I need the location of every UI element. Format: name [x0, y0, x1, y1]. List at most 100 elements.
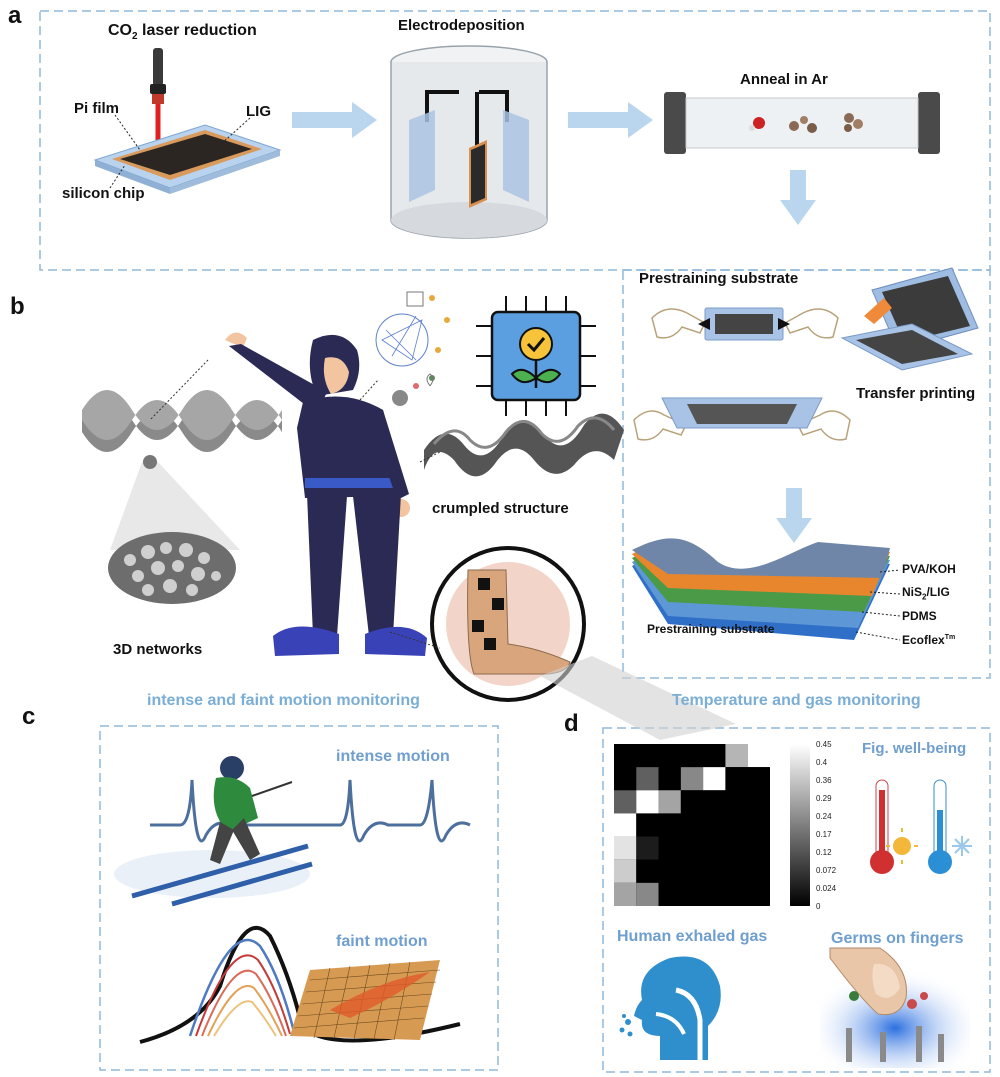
colorbar-tick: 0.12 [816, 848, 832, 857]
heatmap-cell [636, 859, 659, 883]
heatmap-cell [747, 836, 770, 860]
heatmap-cell [725, 882, 748, 906]
heatmap-cell [658, 859, 681, 883]
layer-leader-lines [855, 569, 901, 641]
wellbeing-label: Fig. well-being [862, 740, 967, 757]
heatmap-cell [703, 790, 726, 814]
colorbar-tick: 0.4 [816, 758, 828, 767]
heatmap-cell [725, 813, 748, 837]
heatmap-cell [747, 744, 770, 768]
heatmap-cell [725, 836, 748, 860]
heatmap-cell [725, 859, 748, 883]
colorbar-tick: 0 [816, 902, 821, 911]
heatmap-cell [703, 836, 726, 860]
electrodeposition-beaker [390, 45, 548, 239]
panel-label-d: d [564, 710, 579, 737]
colorbar-tick: 0.45 [816, 740, 832, 749]
crumpled-label: crumpled structure [432, 500, 569, 517]
heatmap-cell [725, 744, 748, 768]
layer-label-pva-koh: PVA/KOH [902, 562, 956, 576]
layer-2-prefix: NiS [902, 585, 923, 599]
laser-title: CO2 laser reduction [108, 22, 257, 42]
heatmap-cell [680, 859, 704, 883]
layered-device [632, 538, 890, 640]
heatmap-cell [703, 767, 726, 791]
human-figure [225, 332, 427, 656]
layer-2-sub: 2 [922, 592, 927, 602]
panel-label-c: c [22, 703, 36, 730]
heatmap-cell [747, 882, 770, 906]
heatmap-cell [680, 744, 704, 768]
transfer-printing-label: Transfer printing [856, 385, 976, 402]
layer-label-nis2-lig: NiS2/LIG [902, 585, 950, 601]
chip-plant-icon [476, 296, 596, 416]
heatmap-colorbar [790, 744, 810, 906]
colorbar-tick: 0.29 [816, 794, 832, 803]
heatmap-cell [614, 836, 637, 860]
anneal-label: Anneal in Ar [740, 71, 828, 88]
heatmap-cell [747, 813, 770, 837]
layer-4-prefix: Ecoflex [902, 633, 945, 647]
exhaled-gas-label: Human exhaled gas [617, 928, 768, 945]
leader-lines-a [109, 114, 251, 189]
heatmap-cell [747, 859, 770, 883]
heatmap-cell [614, 767, 637, 791]
panel-label-a: a [8, 2, 22, 29]
faint-motion-signal [139, 925, 461, 1044]
heatmap-cell [636, 882, 659, 906]
heatmap-cell [658, 836, 681, 860]
laser-title-prefix: CO [108, 22, 132, 39]
motion-caption: intense and faint motion monitoring [147, 692, 420, 709]
temp-gas-caption: Temperature and gas monitoring [672, 692, 921, 709]
stretch-hands-bottom [633, 397, 851, 441]
heatmap-cell [725, 767, 748, 791]
heatmap-cell [680, 767, 704, 791]
head-profile-icon [619, 956, 721, 1060]
heatmap-cell [636, 744, 659, 768]
colorbar-tick: 0.17 [816, 830, 832, 839]
electrodeposition-label: Electrodeposition [398, 17, 525, 34]
heatmap-cell [747, 790, 770, 814]
heatmap-cell [658, 882, 681, 906]
heatmap-cell [658, 744, 681, 768]
lig-label: LIG [246, 103, 271, 120]
prestraining-substrate-bottom-label: Prestraining substrate [647, 622, 775, 636]
intense-motion-signal [150, 779, 471, 843]
laser-title-suffix: laser reduction [137, 22, 257, 39]
colorbar-tick: 0.024 [816, 884, 837, 893]
heatmap-cell [614, 813, 637, 837]
colorbar-tick: 0.24 [816, 812, 832, 821]
heatmap-cell [614, 859, 637, 883]
heatmap-cell [680, 790, 704, 814]
laser-title-sub: 2 [132, 31, 138, 43]
colorbar-tick: 0.072 [816, 866, 837, 875]
process-arrow-1 [292, 102, 377, 138]
heatmap-cell [636, 813, 659, 837]
heatmap-cell [636, 836, 659, 860]
anneal-tube [664, 92, 940, 154]
heatmap-cell [614, 790, 637, 814]
networks-illustration [108, 455, 240, 604]
heatmap-cell [636, 790, 659, 814]
layer-4-sup: Tm [944, 634, 956, 641]
skier-illustration [114, 756, 313, 907]
heatmap-cell [636, 767, 659, 791]
process-arrow-2 [568, 102, 653, 138]
wavy-sheet-left [82, 390, 282, 452]
health-icon-cluster [375, 291, 450, 406]
process-arrow-down-2 [776, 488, 812, 543]
heatmap-cell [725, 790, 748, 814]
germs-fingers-illustration [820, 947, 970, 1068]
laser-chip-illustration [93, 48, 282, 194]
stretch-hands-top [651, 307, 839, 341]
layer-label-pdms: PDMS [902, 609, 937, 623]
colorbar-tick: 0.36 [816, 776, 832, 785]
intense-motion-label: intense motion [336, 748, 450, 765]
silicon-chip-label: silicon chip [62, 185, 145, 202]
process-arrow-down-1 [780, 170, 816, 225]
heatmap-chart[interactable] [614, 744, 774, 910]
heatmap-cell [680, 836, 704, 860]
heatmap-cell [658, 790, 681, 814]
